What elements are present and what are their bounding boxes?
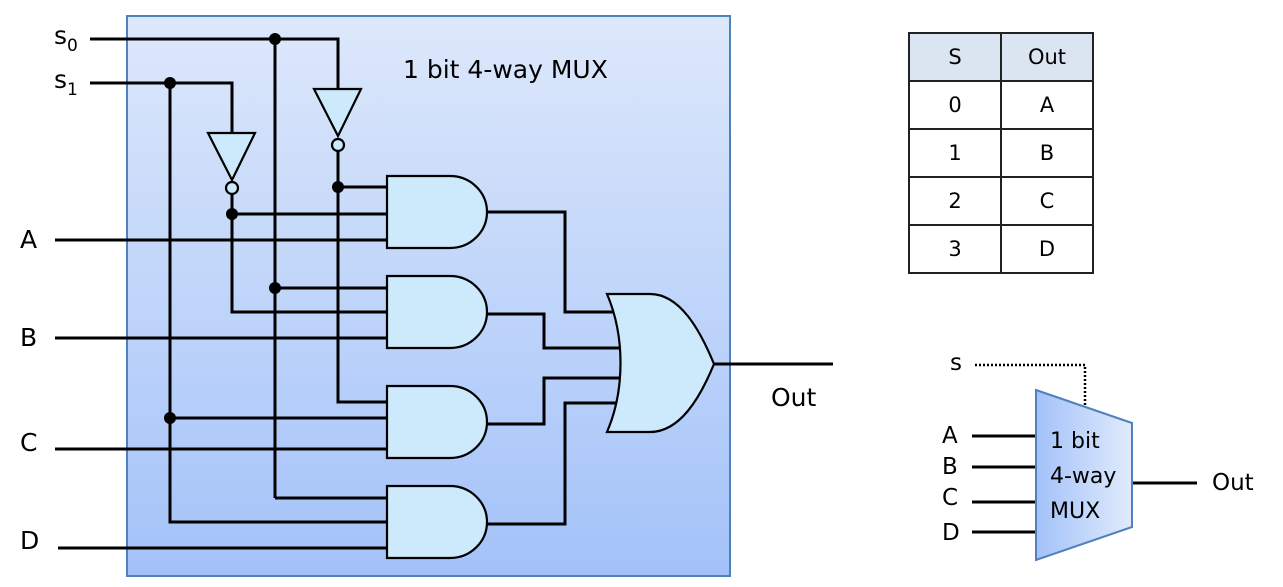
symbol-select-label: s — [950, 350, 962, 376]
junction-dot — [164, 77, 176, 89]
junction-dot — [332, 181, 344, 193]
header-out: Out — [1000, 32, 1094, 82]
table-row: 3 D — [908, 224, 1094, 274]
and-gate-b — [385, 274, 489, 350]
or-gate — [605, 292, 716, 434]
wire-and4-or — [487, 401, 617, 526]
cell-out: A — [1000, 80, 1094, 130]
label-s1: s1 — [54, 65, 78, 100]
mux-symbol: s A B C D 1 bit 4-way MUX Out — [942, 350, 1254, 562]
cell-out: C — [1000, 176, 1094, 226]
wire-not-s1 — [230, 195, 387, 314]
not-gate-s1 — [206, 131, 257, 196]
symbol-body — [1035, 388, 1133, 562]
symbol-input-d: D — [942, 520, 960, 546]
symbol-body-line3: MUX — [1050, 499, 1100, 524]
wire-and1-or — [487, 210, 617, 314]
label-d: D — [20, 526, 39, 555]
label-b: B — [20, 323, 37, 352]
and-gate-a — [385, 174, 489, 250]
junction-dot — [164, 412, 176, 424]
label-s0: s0 — [54, 21, 78, 56]
symbol-select-wire — [975, 363, 1087, 405]
mux-title: 1 bit 4-way MUX — [403, 55, 608, 84]
label-out: Out — [771, 383, 817, 412]
symbol-input-b: B — [942, 454, 958, 480]
cell-s: 3 — [908, 224, 1002, 274]
table-row: 0 A — [908, 80, 1094, 130]
symbol-body-line1: 1 bit — [1050, 429, 1100, 454]
symbol-input-c: C — [942, 485, 958, 511]
symbol-body-line2: 4-way — [1050, 464, 1116, 489]
wire-and3-or — [487, 376, 620, 426]
symbol-output-label: Out — [1212, 470, 1254, 496]
truth-table-header: S Out — [908, 32, 1094, 82]
truth-table: S Out 0 A 1 B 2 C 3 D — [908, 32, 1094, 274]
junction-dot — [269, 33, 281, 45]
label-c: C — [20, 428, 37, 457]
symbol-input-a: A — [942, 423, 958, 449]
header-s: S — [908, 32, 1002, 82]
table-row: 1 B — [908, 128, 1094, 178]
table-row: 2 C — [908, 176, 1094, 226]
cell-s: 0 — [908, 80, 1002, 130]
wire-not-s0 — [336, 152, 387, 404]
junction-dot — [269, 282, 281, 294]
junction-dot — [226, 208, 238, 220]
cell-s: 1 — [908, 128, 1002, 178]
cell-s: 2 — [908, 176, 1002, 226]
wire-s1 — [90, 81, 387, 524]
cell-out: D — [1000, 224, 1094, 274]
wire-and2-or — [487, 312, 620, 350]
cell-out: B — [1000, 128, 1094, 178]
and-gate-c — [385, 384, 489, 460]
wire-s0 — [90, 37, 387, 500]
label-a: A — [20, 225, 37, 254]
not-gate-s0 — [312, 87, 363, 153]
and-gate-d — [385, 484, 489, 560]
